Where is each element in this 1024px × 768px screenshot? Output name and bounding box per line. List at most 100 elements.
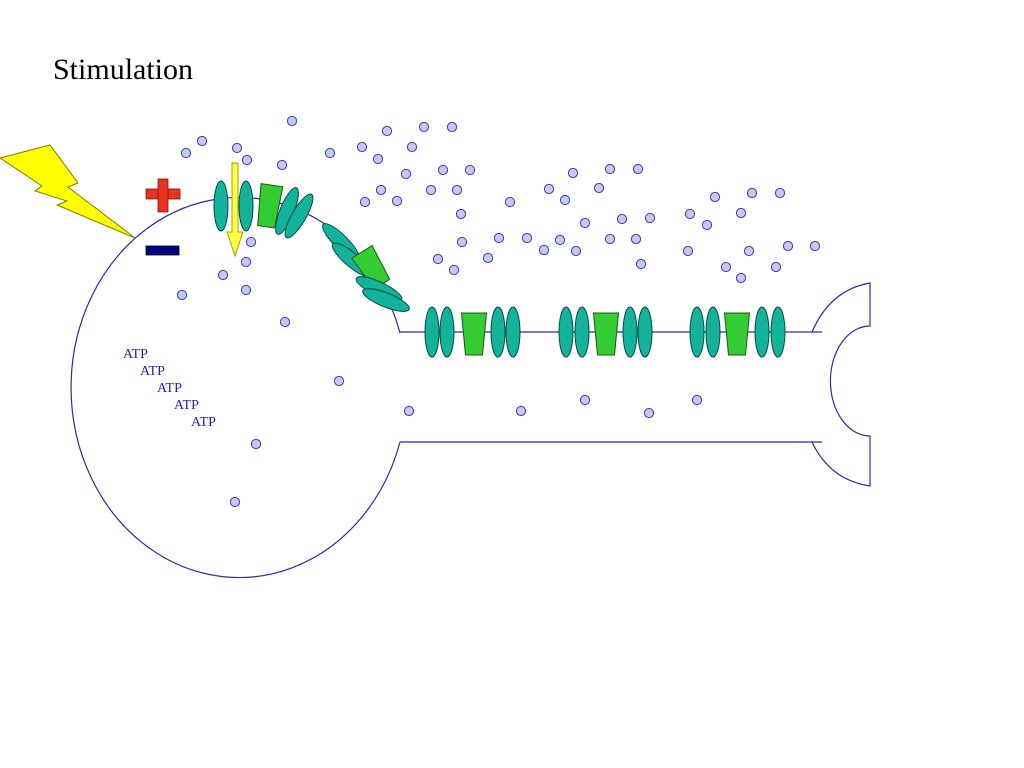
channel-subunit — [558, 306, 574, 358]
ion-particle — [543, 183, 555, 195]
ion-particle — [701, 219, 713, 231]
atp-label: ATP — [123, 347, 148, 362]
ion-particle — [743, 245, 755, 257]
ion-particle — [375, 184, 387, 196]
ion-particle — [735, 207, 747, 219]
ion-particle — [504, 196, 516, 208]
ion-particle — [425, 184, 437, 196]
ion-particle — [774, 187, 786, 199]
channel-subunit — [424, 306, 440, 358]
channel-gate — [723, 312, 751, 356]
ion-particle — [746, 187, 758, 199]
channel-subunit — [505, 306, 521, 358]
channel-subunit — [362, 288, 410, 312]
ion-particle — [217, 269, 229, 281]
ion-particle — [482, 252, 494, 264]
ion-particle — [554, 234, 566, 246]
ion-particle — [635, 258, 647, 270]
ion-particle — [644, 212, 656, 224]
ion-particle — [643, 407, 655, 419]
ion-particle — [515, 405, 527, 417]
ion-particle — [391, 195, 403, 207]
channel-subunit — [238, 180, 254, 232]
ion-particle — [245, 236, 257, 248]
ion-particle — [630, 233, 642, 245]
down-arrow-icon — [226, 162, 244, 258]
channel-subunit — [705, 306, 721, 358]
ion-particle — [400, 168, 412, 180]
atp-label: ATP — [174, 398, 199, 413]
ion-particle — [538, 244, 550, 256]
ion-particle — [632, 163, 644, 175]
ion-particle — [691, 394, 703, 406]
ion-particle — [333, 375, 345, 387]
axon-terminal — [811, 282, 871, 487]
channel-gate — [257, 183, 284, 229]
ion-particle — [231, 142, 243, 154]
ion-particle — [782, 240, 794, 252]
ion-particle — [709, 191, 721, 203]
ion-particle — [406, 141, 418, 153]
channel-subunit — [754, 306, 770, 358]
channel-subunit — [439, 306, 455, 358]
ion-particle — [403, 405, 415, 417]
minus-sign-icon — [145, 245, 180, 256]
ion-particle — [684, 208, 696, 220]
ion-particle — [446, 121, 458, 133]
plus-sign-icon — [145, 178, 181, 213]
ion-particle — [735, 272, 747, 284]
slide-title: Stimulation — [53, 53, 194, 86]
ion-particle — [448, 264, 460, 276]
ion-particle — [372, 153, 384, 165]
atp-label: ATP — [140, 364, 165, 379]
ion-particle — [570, 245, 582, 257]
channel-subunit — [637, 306, 653, 358]
ion-particle — [279, 316, 291, 328]
channel-gate — [460, 312, 488, 356]
ion-particle — [451, 184, 463, 196]
atp-label: ATP — [157, 381, 182, 396]
ion-particle — [418, 121, 430, 133]
atp-labels: ATP ATP ATP ATP ATP — [123, 347, 216, 430]
ion-particle — [809, 240, 821, 252]
ion-particle — [250, 438, 262, 450]
ion-particle — [437, 164, 449, 176]
channel-subunit — [574, 306, 590, 358]
channel-subunit — [213, 180, 229, 232]
ion-particle — [521, 232, 533, 244]
ion-particle — [196, 135, 208, 147]
ion-particle — [324, 147, 336, 159]
ion-particle — [682, 245, 694, 257]
ion-particle — [286, 115, 298, 127]
ion-particle — [579, 217, 591, 229]
channel-subunit — [622, 306, 638, 358]
ion-particle — [359, 196, 371, 208]
ion-particle — [176, 289, 188, 301]
ion-particle — [616, 213, 628, 225]
ion-particle — [432, 253, 444, 265]
ion-particle — [720, 261, 732, 273]
ion-particle — [567, 167, 579, 179]
ion-particle — [493, 232, 505, 244]
ion-particle — [180, 147, 192, 159]
atp-label: ATP — [191, 415, 216, 430]
channel-subunit — [490, 306, 506, 358]
ion-particle — [455, 208, 467, 220]
ion-particle — [464, 164, 476, 176]
channel-subunit — [284, 193, 314, 239]
channel-subunit — [770, 306, 786, 358]
ion-particle — [240, 256, 252, 268]
ion-particle — [381, 125, 393, 137]
lightning-bolt-icon — [0, 144, 136, 239]
ion-particle — [276, 159, 288, 171]
ion-particle — [770, 261, 782, 273]
ion-particle — [229, 496, 241, 508]
ion-particle — [579, 394, 591, 406]
ion-particle — [593, 182, 605, 194]
ions — [176, 115, 821, 508]
ion-particle — [356, 141, 368, 153]
channel-subunit — [689, 306, 705, 358]
ion-particle — [559, 194, 571, 206]
